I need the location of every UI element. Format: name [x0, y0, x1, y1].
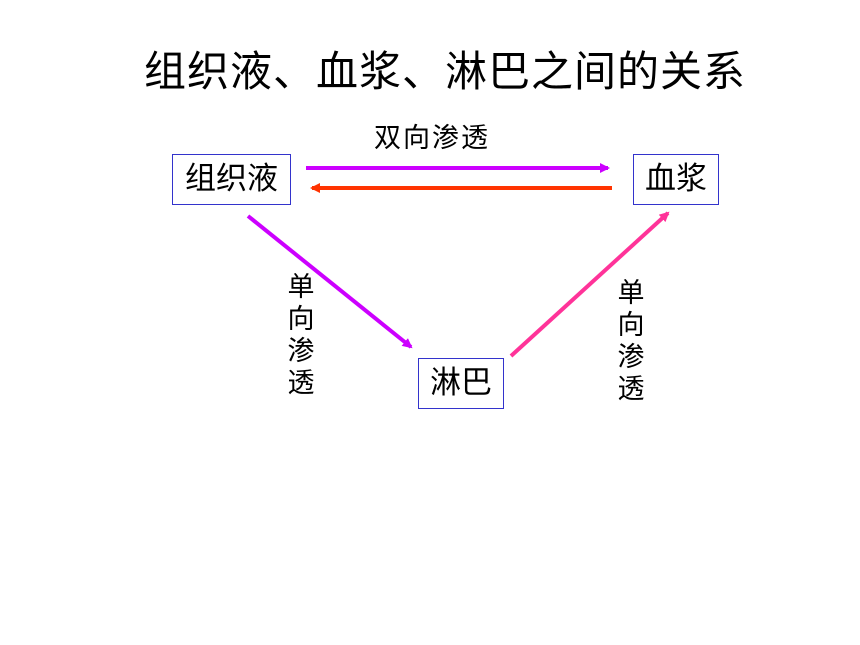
- arrow-tissue-to-lymph: [246, 214, 413, 349]
- node-tissue-fluid: 组织液: [172, 154, 291, 205]
- node-lymph: 淋巴: [418, 358, 504, 409]
- arrow-lymph-to-plasma: [509, 211, 670, 358]
- label-lymph-to-plasma: 单向渗透: [617, 278, 645, 405]
- label-tissue-to-lymph: 单向渗透: [287, 272, 315, 399]
- page-title: 组织液、血浆、淋巴之间的关系: [143, 47, 746, 96]
- node-plasma: 血浆: [633, 154, 719, 205]
- label-bidirectional-osmosis: 双向渗透: [374, 123, 490, 154]
